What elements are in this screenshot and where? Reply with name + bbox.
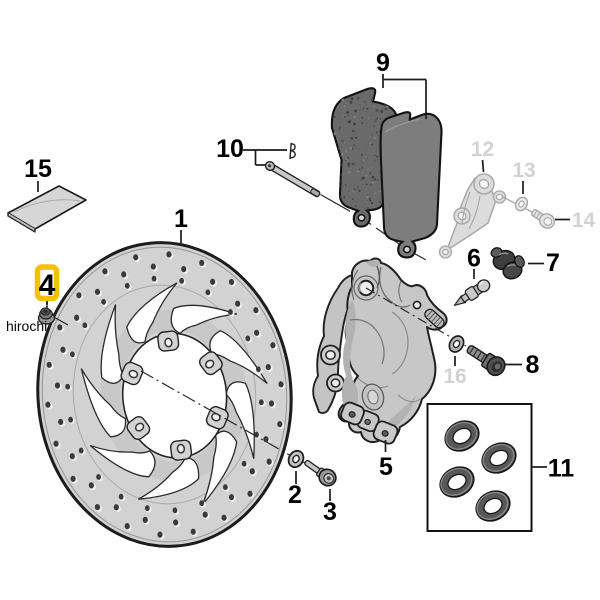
svg-text:4: 4 — [39, 269, 56, 302]
svg-text:2: 2 — [288, 481, 302, 509]
svg-text:10: 10 — [216, 135, 244, 163]
svg-text:12: 12 — [471, 138, 494, 161]
svg-text:3: 3 — [323, 498, 337, 526]
svg-text:8: 8 — [526, 351, 540, 379]
svg-text:1: 1 — [174, 205, 188, 233]
svg-text:6: 6 — [467, 245, 481, 273]
svg-text:5: 5 — [379, 453, 393, 481]
svg-text:11: 11 — [548, 455, 575, 483]
svg-text:16: 16 — [443, 365, 466, 388]
svg-text:15: 15 — [24, 155, 52, 183]
svg-text:9: 9 — [376, 49, 390, 77]
svg-text:7: 7 — [546, 249, 560, 277]
svg-text:hirochi: hirochi — [6, 318, 47, 334]
svg-text:13: 13 — [512, 159, 535, 182]
svg-text:14: 14 — [572, 209, 596, 232]
